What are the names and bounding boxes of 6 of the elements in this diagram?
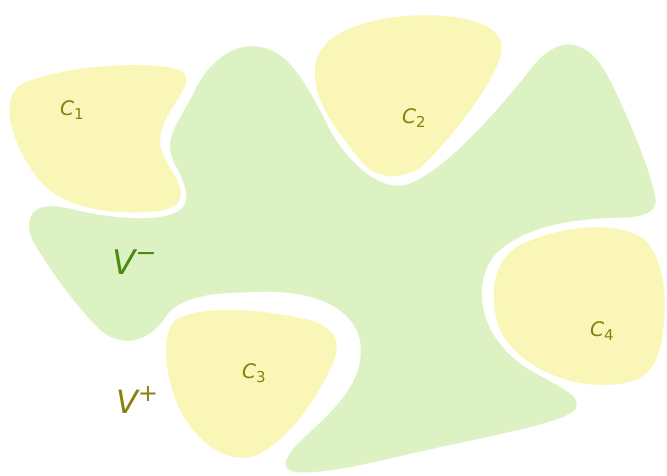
- region-label: C$_{1}$: [60, 98, 84, 118]
- region-label: V$^{−}$: [112, 246, 157, 280]
- region-label: V$^{+}$: [116, 386, 158, 418]
- region-label: C$_{4}$: [590, 319, 614, 339]
- region-label: C$_{3}$: [242, 361, 266, 381]
- region-label: C$_{2}$: [402, 106, 426, 126]
